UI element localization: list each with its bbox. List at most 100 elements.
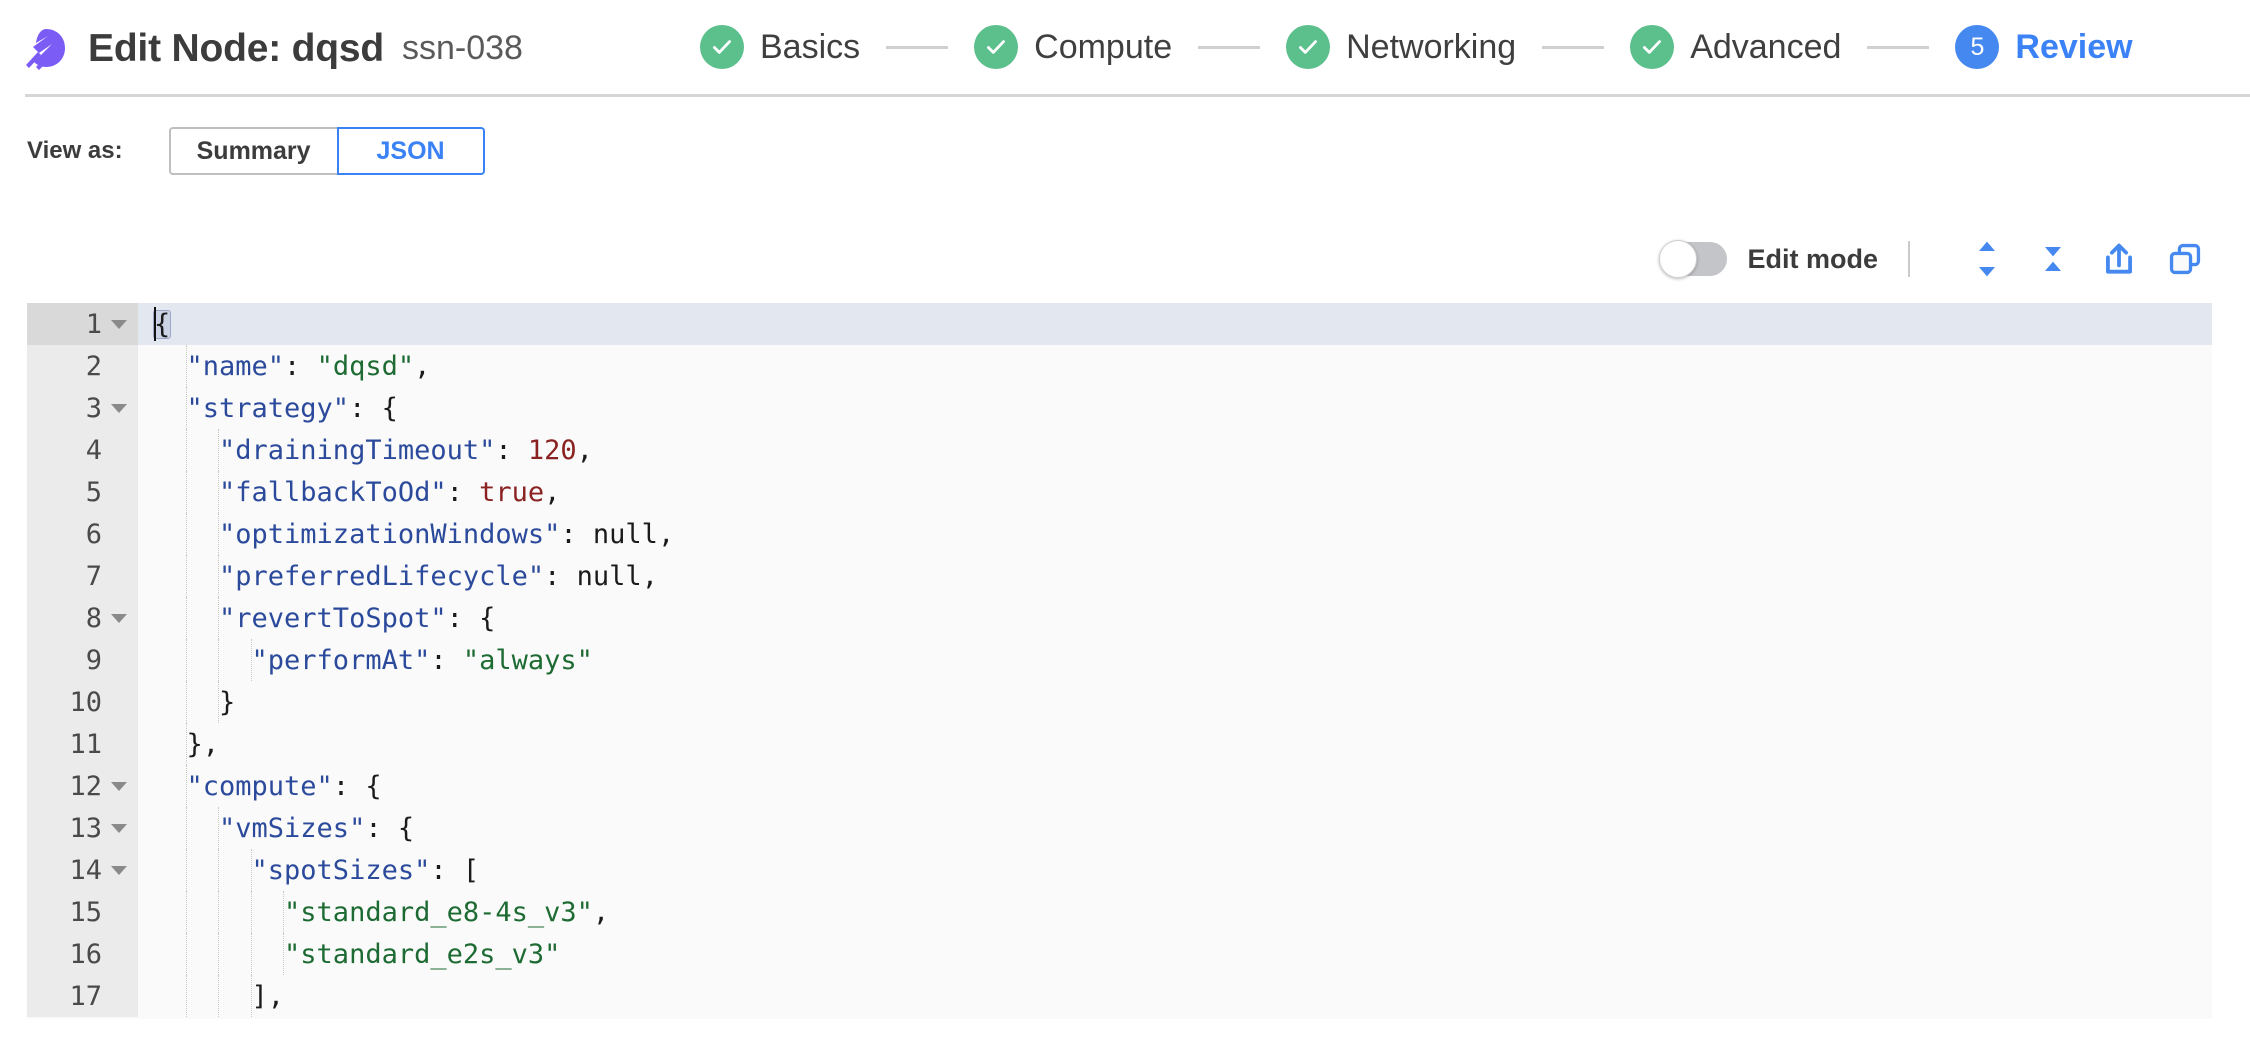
fold-toggle-icon[interactable] xyxy=(108,613,130,623)
code-line[interactable]: 4 "drainingTimeout": 120, xyxy=(27,429,2212,471)
code-gutter: 6 xyxy=(27,513,138,555)
code-line-text[interactable]: "revertToSpot": { xyxy=(138,597,2212,639)
fold-toggle-icon[interactable] xyxy=(108,865,130,875)
code-line-text[interactable]: "compute": { xyxy=(138,765,2212,807)
code-line[interactable]: 9 "performAt": "always" xyxy=(27,639,2212,681)
line-number: 15 xyxy=(69,896,102,928)
indent-guide xyxy=(250,849,252,891)
step-networking[interactable]: Networking xyxy=(1286,25,1516,69)
code-line[interactable]: 15 "standard_e8-4s_v3", xyxy=(27,891,2212,933)
step-compute-badge xyxy=(974,25,1019,69)
indent-guide xyxy=(218,639,219,681)
code-line-text[interactable]: "performAt": "always" xyxy=(138,639,2212,681)
code-line[interactable]: 17 ], xyxy=(27,975,2212,1017)
code-line[interactable]: 16 "standard_e2s_v3" xyxy=(27,933,2212,975)
line-number: 16 xyxy=(69,938,102,970)
code-line-text[interactable]: { xyxy=(138,303,2212,345)
line-number: 2 xyxy=(85,350,102,382)
view-as-summary-button[interactable]: Summary xyxy=(168,127,337,175)
code-line-text[interactable]: "standard_e2s_v3" xyxy=(138,933,2212,975)
code-line[interactable]: 7 "preferredLifecycle": null, xyxy=(27,555,2212,597)
line-number: 4 xyxy=(85,434,102,466)
indent-guide xyxy=(218,933,219,975)
code-line[interactable]: 2 "name": "dqsd", xyxy=(27,345,2212,387)
share-export-icon[interactable] xyxy=(2096,236,2142,282)
indent-guide xyxy=(218,891,219,933)
json-code-editor[interactable]: 1{2 "name": "dqsd",3 "strategy": {4 "dra… xyxy=(27,303,2212,1019)
code-gutter: 2 xyxy=(27,345,138,387)
code-line[interactable]: 1{ xyxy=(27,303,2212,345)
step-basics[interactable]: Basics xyxy=(700,25,860,69)
code-line-text[interactable]: "fallbackToOd": true, xyxy=(138,471,2212,513)
code-line[interactable]: 6 "optimizationWindows": null, xyxy=(27,513,2212,555)
code-gutter: 9 xyxy=(27,639,138,681)
line-number: 12 xyxy=(69,770,102,802)
step-basics-label: Basics xyxy=(760,27,861,66)
code-line[interactable]: 10 } xyxy=(27,681,2212,723)
code-token: "revertToSpot" xyxy=(154,602,447,634)
code-token: : [ xyxy=(430,854,480,886)
code-line-text[interactable]: "optimizationWindows": null, xyxy=(138,513,2212,555)
indent-guide xyxy=(250,639,252,681)
code-token: "performAt" xyxy=(154,644,431,676)
view-as-json-button[interactable]: JSON xyxy=(336,127,485,175)
collapse-all-icon[interactable] xyxy=(2030,236,2076,282)
step-review[interactable]: 5 Review xyxy=(1955,25,2133,69)
line-number: 9 xyxy=(85,644,102,676)
indent-guide xyxy=(283,933,284,975)
expand-all-icon[interactable] xyxy=(1964,236,2010,282)
fold-toggle-icon[interactable] xyxy=(108,823,130,833)
line-number: 17 xyxy=(69,980,102,1012)
indent-guide xyxy=(185,807,187,849)
line-number: 6 xyxy=(85,518,102,550)
code-token: : { xyxy=(349,392,398,424)
indent-guide xyxy=(218,849,219,891)
step-connector xyxy=(1542,45,1605,49)
code-line-text[interactable]: "strategy": { xyxy=(138,387,2212,429)
indent-guide xyxy=(218,471,219,513)
code-token: "vmSizes" xyxy=(154,812,366,844)
code-line-text[interactable]: ], xyxy=(138,975,2212,1017)
code-line[interactable]: 5 "fallbackToOd": true, xyxy=(27,471,2212,513)
code-line-text[interactable]: "spotSizes": [ xyxy=(138,849,2212,891)
edit-mode-toggle[interactable] xyxy=(1659,240,1728,278)
step-basics-badge xyxy=(700,25,744,69)
check-icon xyxy=(713,40,731,54)
code-line-text[interactable]: "vmSizes": { xyxy=(138,807,2212,849)
code-line-text[interactable]: }, xyxy=(138,723,2212,765)
indent-guide xyxy=(185,681,187,723)
code-token: , xyxy=(576,434,593,466)
code-line[interactable]: 11 }, xyxy=(27,723,2212,765)
copy-icon[interactable] xyxy=(2162,236,2208,282)
code-token: , xyxy=(544,476,561,508)
toolbar-divider xyxy=(1908,241,1910,277)
step-advanced[interactable]: Advanced xyxy=(1630,25,1841,69)
code-line[interactable]: 13 "vmSizes": { xyxy=(27,807,2212,849)
code-line[interactable]: 12 "compute": { xyxy=(27,765,2212,807)
fold-toggle-icon[interactable] xyxy=(108,781,130,791)
step-compute[interactable]: Compute xyxy=(974,25,1172,69)
fold-toggle-icon[interactable] xyxy=(108,403,130,413)
fold-toggle-icon[interactable] xyxy=(108,319,130,329)
check-icon xyxy=(1643,40,1662,54)
code-line-text[interactable]: } xyxy=(138,681,2212,723)
code-line-text[interactable]: "preferredLifecycle": null, xyxy=(138,555,2212,597)
edit-mode-label: Edit mode xyxy=(1747,243,1878,274)
code-line[interactable]: 3 "strategy": { xyxy=(27,387,2212,429)
code-line-text[interactable]: "drainingTimeout": 120, xyxy=(138,429,2212,471)
indent-guide xyxy=(185,555,187,597)
code-token: "dqsd" xyxy=(316,350,415,382)
code-token: "standard_e2s_v3" xyxy=(154,938,561,970)
code-line-text[interactable]: "standard_e8-4s_v3", xyxy=(138,891,2212,933)
code-line-text[interactable]: "name": "dqsd", xyxy=(138,345,2212,387)
code-token: : xyxy=(430,644,463,676)
indent-guide xyxy=(185,471,187,513)
code-token: , xyxy=(657,518,675,550)
code-body[interactable]: 1{2 "name": "dqsd",3 "strategy": {4 "dra… xyxy=(27,303,2212,1017)
code-line[interactable]: 8 "revertToSpot": { xyxy=(27,597,2212,639)
code-line[interactable]: 14 "spotSizes": [ xyxy=(27,849,2212,891)
code-token: 120 xyxy=(527,434,577,466)
code-token: }, xyxy=(154,728,220,760)
step-networking-badge xyxy=(1286,25,1331,69)
code-token: "preferredLifecycle" xyxy=(154,560,545,592)
